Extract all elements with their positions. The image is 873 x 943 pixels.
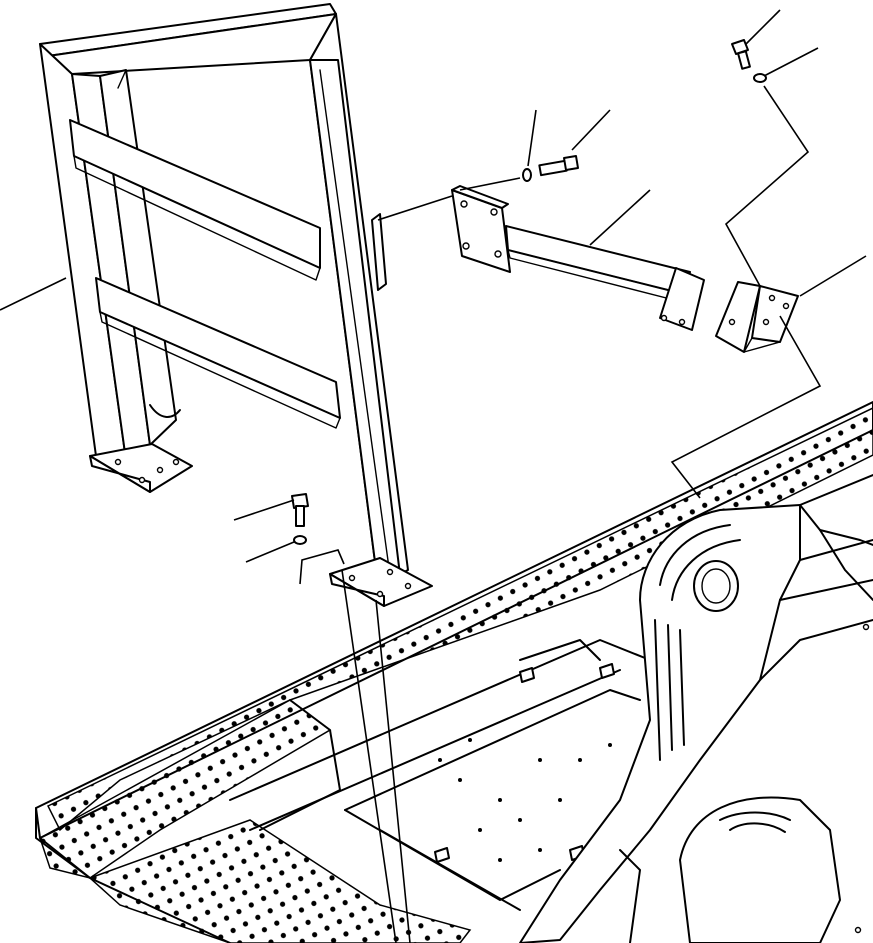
floor-holes bbox=[438, 738, 612, 862]
washer-right bbox=[753, 73, 767, 83]
bolt-upper bbox=[538, 155, 579, 177]
bolt-lower bbox=[291, 493, 309, 527]
washer-lower bbox=[293, 535, 307, 545]
guard-frame bbox=[39, 3, 433, 607]
leader-lines bbox=[0, 9, 867, 943]
boom-foot bbox=[519, 474, 873, 943]
perforated-walkway-bottom bbox=[88, 819, 472, 943]
angle-bracket bbox=[715, 281, 799, 353]
bolt-right bbox=[731, 39, 751, 70]
mount-bracket bbox=[451, 185, 705, 331]
washer-upper bbox=[522, 168, 532, 182]
deck-frame bbox=[35, 401, 873, 943]
